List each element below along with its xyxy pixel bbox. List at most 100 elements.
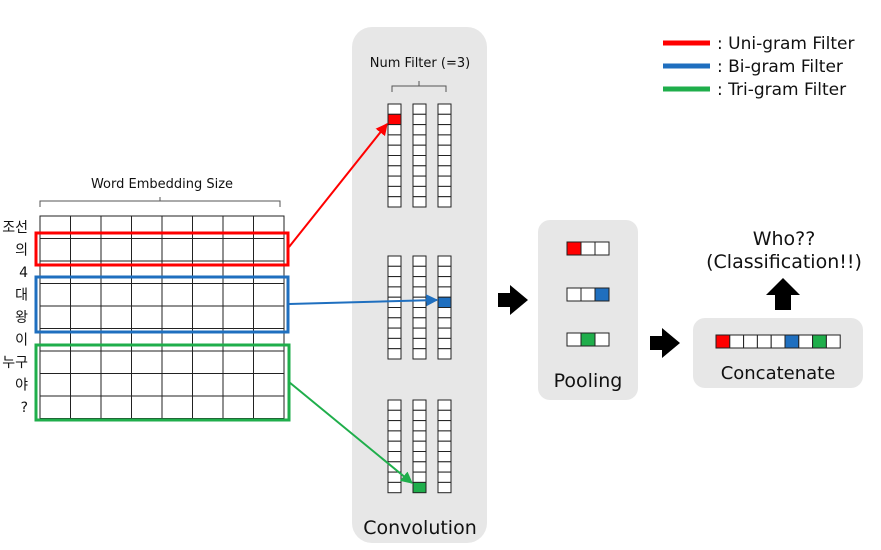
- tri-gram-arrow: [288, 381, 413, 484]
- feature-map-cell: [437, 451, 452, 463]
- embedding-cell: [192, 350, 224, 374]
- feature-map-cell: [437, 276, 452, 288]
- legend-entry: : Tri-gram Filter: [717, 80, 846, 100]
- embedding-cell: [131, 215, 163, 239]
- pooled-cell: [594, 332, 610, 347]
- feature-map-cell: [437, 420, 452, 432]
- feature-map-cell: [437, 103, 452, 115]
- pooled-cell: [566, 332, 582, 347]
- feature-map-cell: [412, 286, 427, 298]
- feature-map-cell: [387, 175, 402, 187]
- feature-map-cell: [412, 399, 427, 411]
- embedding-cell: [192, 305, 224, 329]
- concatenated-cell: [729, 334, 745, 349]
- feature-map-cell: [387, 337, 402, 350]
- feature-map-cell: [412, 348, 427, 360]
- embedding-cell: [100, 283, 132, 307]
- embedding-cell: [100, 350, 132, 374]
- feature-map-cell: [412, 327, 427, 339]
- feature-map-cell: [387, 196, 402, 208]
- pooled-highlight-cell: [594, 287, 610, 302]
- pooled-cell: [580, 287, 596, 302]
- output-who-label: Who??: [753, 228, 816, 250]
- bi-gram-arrow: [288, 294, 439, 307]
- feature-map-cell: [437, 265, 452, 278]
- embedding-cell: [70, 283, 102, 307]
- embedding-cell: [253, 305, 285, 329]
- feature-map-cell: [387, 276, 402, 288]
- embedding-cell: [100, 305, 132, 329]
- token-label: 조선: [2, 220, 28, 236]
- feature-map-cell: [437, 337, 452, 350]
- token-label: 4: [19, 265, 28, 281]
- feature-map-cell: [437, 134, 452, 146]
- feature-map-cell: [387, 265, 402, 278]
- feature-map-highlight-cell: [412, 481, 427, 494]
- feature-map-cell: [437, 286, 452, 298]
- num-filter-brace: [391, 81, 447, 92]
- feature-map-cell: [437, 165, 452, 177]
- right-arrow-to-pooling: [498, 285, 528, 315]
- embedding-cell: [161, 395, 193, 419]
- feature-map-cell: [412, 134, 427, 146]
- embedding-cell: [253, 373, 285, 397]
- feature-map-cell: [437, 144, 452, 156]
- pooling-label: Pooling: [554, 370, 623, 392]
- concatenate-label: Concatenate: [721, 363, 836, 384]
- feature-map-cell: [412, 113, 427, 126]
- embedding-cell: [70, 350, 102, 374]
- embedding-cell: [222, 373, 254, 397]
- feature-map-highlight-cell: [437, 296, 452, 309]
- concatenated-cell: [756, 334, 772, 349]
- feature-map-highlight-cell: [387, 113, 402, 126]
- feature-map-cell: [387, 399, 402, 411]
- pooled-cell: [566, 287, 582, 302]
- feature-map-cell: [387, 165, 402, 177]
- embedding-cell: [39, 350, 71, 374]
- feature-map-cell: [412, 430, 427, 442]
- feature-map-cell: [437, 124, 452, 136]
- embedding-cell: [131, 238, 163, 262]
- embedding-cell: [192, 215, 224, 239]
- embedding-matrix: [39, 215, 285, 419]
- bi-gram-filter-window: [34, 275, 290, 334]
- feature-map-cell: [437, 348, 452, 360]
- feature-map-cell: [412, 461, 427, 473]
- output-classification-label: (Classification!!): [706, 251, 862, 273]
- feature-map-cell: [412, 451, 427, 463]
- token-label: 이: [15, 333, 28, 349]
- legend: : Uni-gram Filter: Bi-gram Filter: Tri-g…: [663, 34, 854, 100]
- concatenated-cell: [798, 334, 814, 349]
- pooled-cell: [580, 241, 596, 256]
- feature-map-cell: [412, 124, 427, 136]
- num-filter-label: Num Filter (=3): [370, 56, 470, 71]
- pooling-panel: [538, 220, 638, 400]
- embedding-cell: [222, 350, 254, 374]
- embedding-cell: [70, 305, 102, 329]
- concatenate-vector: [715, 334, 841, 349]
- embedding-cell: [222, 283, 254, 307]
- feature-map-cell: [437, 185, 452, 198]
- embedding-cell: [70, 238, 102, 262]
- pooled-highlight-cell: [566, 241, 582, 256]
- embedding-cell: [70, 395, 102, 419]
- embedding-cell: [161, 238, 193, 262]
- embedding-size-label: Word Embedding Size: [91, 177, 233, 192]
- feature-map-cell: [387, 185, 402, 198]
- feature-map-cell: [412, 409, 427, 422]
- feature-map-cell: [387, 255, 402, 267]
- feature-map-cell: [412, 103, 427, 115]
- embedding-cell: [222, 238, 254, 262]
- embedding-cell: [39, 373, 71, 397]
- feature-map-cell: [387, 420, 402, 432]
- feature-map-cell: [387, 451, 402, 463]
- feature-map-cell: [387, 409, 402, 422]
- feature-map-cell: [437, 471, 452, 483]
- feature-map-cell: [412, 255, 427, 267]
- feature-map-cell: [412, 440, 427, 453]
- embedding-cell: [39, 215, 71, 239]
- feature-map-cell: [412, 337, 427, 350]
- embedding-cell: [100, 373, 132, 397]
